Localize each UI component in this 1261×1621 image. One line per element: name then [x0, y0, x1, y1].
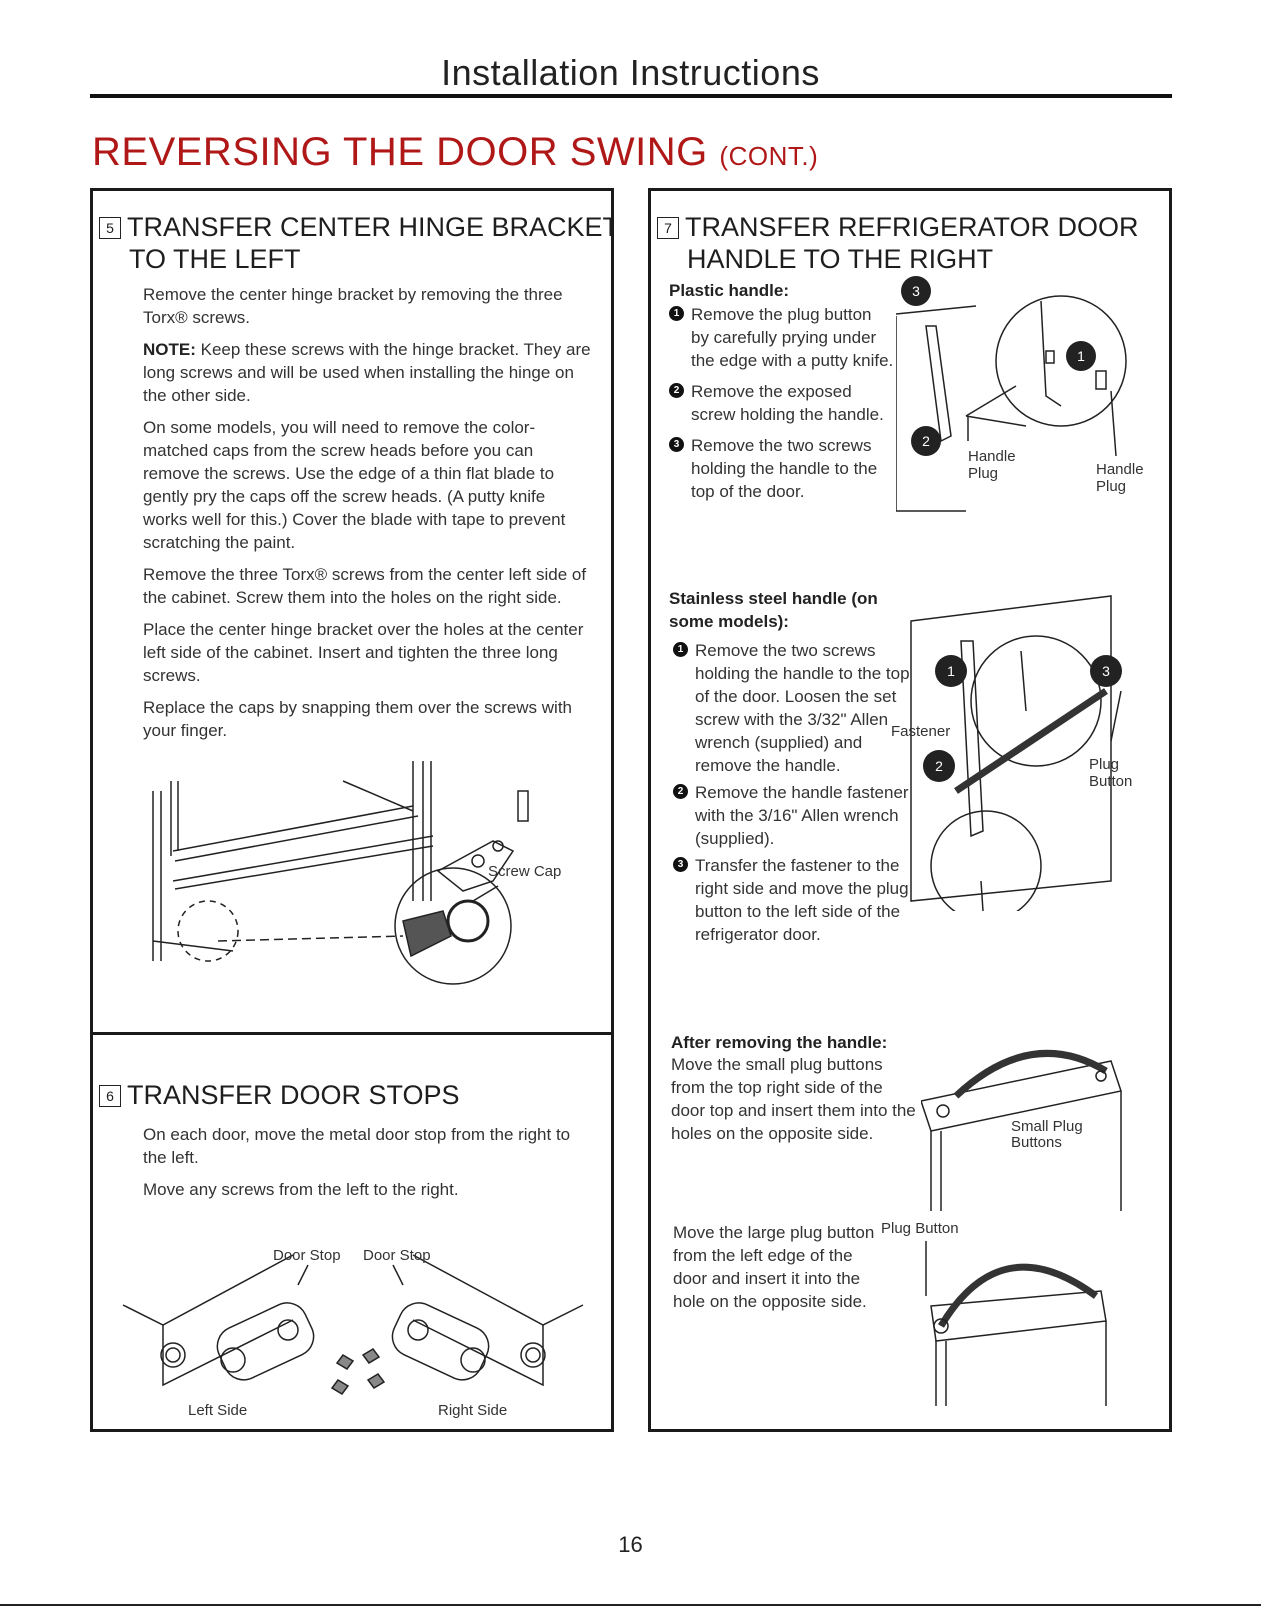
step6-p2: Move any screws from the left to the rig…: [143, 1180, 459, 1199]
step5-p5: Place the center hinge bracket over the …: [143, 620, 584, 685]
handle-plug2-label-b: Plug: [1096, 478, 1126, 495]
steel-step-2: 2 Remove the handle fastener with the 3/1…: [673, 781, 913, 850]
plastic-step-3-text: Remove the two screws holding the handle…: [691, 436, 878, 501]
steel-handle-steps: 1 Remove the two screws holding the handl…: [673, 639, 913, 947]
steel-step-1: 1 Remove the two screws holding the handl…: [673, 639, 913, 777]
plastic-step-1-text: Remove the plug button by carefully pryi…: [691, 305, 894, 370]
button-label: Button: [1089, 773, 1132, 790]
step5-title: 5 TRANSFER CENTER HINGE BRACKET TO THE LE…: [99, 211, 614, 275]
door-stop-label-left: Door Stop: [273, 1247, 341, 1264]
left-side-label: Left Side: [188, 1402, 247, 1419]
steel-callout-3: 3: [1102, 663, 1110, 679]
hinge-bracket-illustration: Screw Cap: [152, 761, 561, 985]
large-plug-text: Move the large plug button from the left…: [673, 1223, 875, 1311]
steel-step-2-num: 2: [673, 784, 688, 799]
door-stops-illustration: Door Stop Door Stop Left Side Right Side: [122, 1247, 584, 1419]
right-side-label: Right Side: [438, 1402, 507, 1419]
step5-title-line2: TO THE LEFT: [129, 244, 301, 274]
section-title-cont: (CONT.): [719, 141, 819, 171]
plastic-step-1: 1 Remove the plug button by carefully pry…: [669, 303, 894, 372]
plastic-handle-steps: 1 Remove the plug button by carefully pry…: [669, 303, 894, 504]
page-number: 16: [618, 1532, 643, 1557]
step5-p6: Replace the caps by snapping them over t…: [143, 698, 573, 740]
step6-title-text: TRANSFER DOOR STOPS: [127, 1080, 460, 1110]
handle-plug-label-b: Plug: [968, 465, 998, 482]
steel-handle-illustration: 1 2 3 Fastener Plug Button: [891, 595, 1132, 911]
step6-p1: On each door, move the metal door stop f…: [143, 1125, 571, 1167]
fastener-label: Fastener: [891, 723, 950, 740]
section-title: REVERSING THE DOOR SWING (CONT.): [92, 130, 818, 175]
plastic-step-3: 3 Remove the two screws holding the handl…: [669, 434, 894, 503]
step5-note: NOTE: Keep these screws with the hinge b…: [143, 338, 593, 407]
step5-note-label: NOTE:: [143, 340, 196, 359]
plastic-handle-heading: Plastic handle:: [669, 281, 789, 300]
door-stop-label-right: Door Stop: [363, 1247, 431, 1264]
handle-plug-label-a: Handle: [968, 448, 1016, 465]
plastic-step-2-num: 2: [669, 383, 684, 398]
step7-title-line1: TRANSFER REFRIGERATOR DOOR: [685, 212, 1139, 242]
step5-p1: Remove the center hinge bracket by remov…: [143, 285, 563, 327]
step6-number: 6: [99, 1085, 121, 1107]
plastic-step-3-num: 3: [669, 437, 684, 452]
screw-cap-label: Screw Cap: [488, 863, 561, 880]
step5-note-text: Keep these screws with the hinge bracket…: [143, 340, 591, 405]
steel-step-1-num: 1: [673, 642, 688, 657]
plastic-callout-1: 1: [1077, 348, 1085, 364]
step5-number: 5: [99, 217, 121, 239]
plug-button-label: Plug Button: [881, 1220, 959, 1237]
plastic-handle-illustration: 3 2 1 Handle Plug Handle Plug: [896, 276, 1144, 512]
plastic-callout-2: 2: [922, 433, 930, 449]
step5-p3: On some models, you will need to remove …: [143, 418, 566, 552]
handle-plug2-label-a: Handle: [1096, 461, 1144, 478]
steel-callout-1: 1: [947, 663, 955, 679]
step6-title: 6 TRANSFER DOOR STOPS: [99, 1079, 460, 1111]
after-removing-text: Move the small plug buttons from the top…: [671, 1055, 916, 1143]
small-plug-label-a: Small Plug: [1011, 1118, 1083, 1135]
step5-p4: Remove the three Torx® screws from the c…: [143, 565, 587, 607]
plastic-step-1-num: 1: [669, 306, 684, 321]
step5-body: Remove the center hinge bracket by remov…: [143, 283, 593, 751]
step7-panel: 7 TRANSFER REFRIGERATOR DOOR HANDLE TO TH…: [648, 188, 1172, 1432]
bottom-rule: [0, 1604, 1261, 1606]
page-header-title: Installation Instructions: [441, 52, 820, 93]
steel-handle-heading: Stainless steel handle (on some models):: [669, 589, 878, 631]
small-plug-illustration: Small Plug Buttons: [921, 1050, 1122, 1211]
header-rule: [90, 94, 1172, 98]
plastic-step-2-text: Remove the exposed screw holding the han…: [691, 382, 884, 424]
step7-number: 7: [657, 217, 679, 239]
step6-body: On each door, move the metal door stop f…: [143, 1123, 593, 1210]
after-removing-heading: After removing the handle:: [671, 1033, 888, 1052]
steel-step-1-text: Remove the two screws holding the handle…: [695, 641, 910, 775]
large-plug-illustration: [925, 1241, 1107, 1406]
step7-title: 7 TRANSFER REFRIGERATOR DOOR HANDLE TO TH…: [657, 211, 1139, 275]
steel-step-2-text: Remove the handle fastener with the 3/16…: [695, 783, 909, 848]
steel-step-3-num: 3: [673, 857, 688, 872]
plastic-callout-3: 3: [912, 283, 920, 299]
step7-title-line2: HANDLE TO THE RIGHT: [687, 244, 994, 274]
steel-step-3-text: Transfer the fastener to the right side …: [695, 856, 909, 944]
plug-label: Plug: [1089, 756, 1119, 773]
plastic-step-2: 2 Remove the exposed screw holding the ha…: [669, 380, 894, 426]
step5-panel: 5 TRANSFER CENTER HINGE BRACKET TO THE LE…: [90, 188, 614, 1040]
steel-callout-2: 2: [935, 758, 943, 774]
step6-panel: 6 TRANSFER DOOR STOPS On each door, move …: [90, 1032, 614, 1432]
small-plug-label-b: Buttons: [1011, 1134, 1062, 1151]
steel-step-3: 3 Transfer the fastener to the right side…: [673, 854, 913, 946]
section-title-main: REVERSING THE DOOR SWING: [92, 130, 708, 174]
step5-title-line1: TRANSFER CENTER HINGE BRACKET: [127, 212, 614, 242]
